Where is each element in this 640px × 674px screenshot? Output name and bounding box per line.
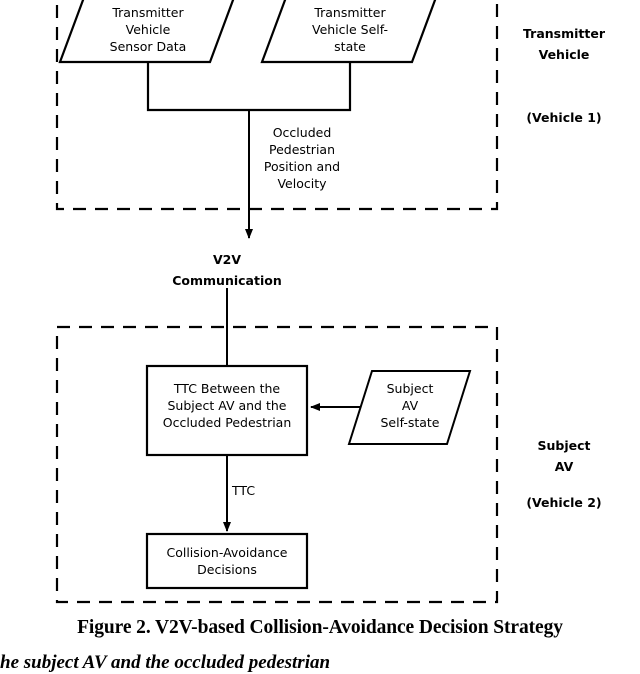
group-label-transmitter-vehicle: Transmitter Vehicle <box>523 26 605 62</box>
edge-label-v2v-communication: V2V Communication <box>172 252 282 288</box>
node-label-transmitter-vehicle-sensor-data: Transmitter Vehicle Sensor Data <box>109 5 187 54</box>
group-border-transmitter-vehicle <box>55 0 499 211</box>
node-shape-transmitter-vehicle-self-state <box>260 0 437 64</box>
figure-continued-text: he subject AV and the occluded pedestria… <box>0 652 331 673</box>
group-sublabel-transmitter-vehicle: (Vehicle 1) <box>526 110 602 125</box>
edge-label-ttc: TTC <box>232 483 256 498</box>
node-label-subject-av-self-state: Subject AV Self-state <box>380 381 440 430</box>
edge-sensor-data-to-junction <box>146 62 352 112</box>
figure-caption: Figure 2. V2V-based Collision-Avoidance … <box>77 617 563 638</box>
node-shape-ttc-between-subject-av-and-occluded-pedestrian <box>145 364 309 457</box>
node-label-transmitter-vehicle-self-state: Transmitter Vehicle Self- state <box>311 5 388 54</box>
node-label-ttc-between-subject-av-and-occluded-pedestrian: TTC Between the Subject AV and the Occlu… <box>162 381 292 430</box>
node-label-collision-avoidance-decisions: Collision-Avoidance Decisions <box>166 545 288 577</box>
edge-label-occluded-pedestrian-data: Occluded Pedestrian Position and Velocit… <box>263 125 341 191</box>
group-border-subject-av <box>55 325 499 604</box>
node-shape-subject-av-self-state <box>347 370 472 445</box>
node-shape-collision-avoidance-decisions <box>145 532 309 590</box>
group-label-subject-av: Subject AV <box>537 438 591 474</box>
node-shape-transmitter-vehicle-sensor-data <box>58 0 235 64</box>
group-sublabel-subject-av: (Vehicle 2) <box>526 495 602 510</box>
